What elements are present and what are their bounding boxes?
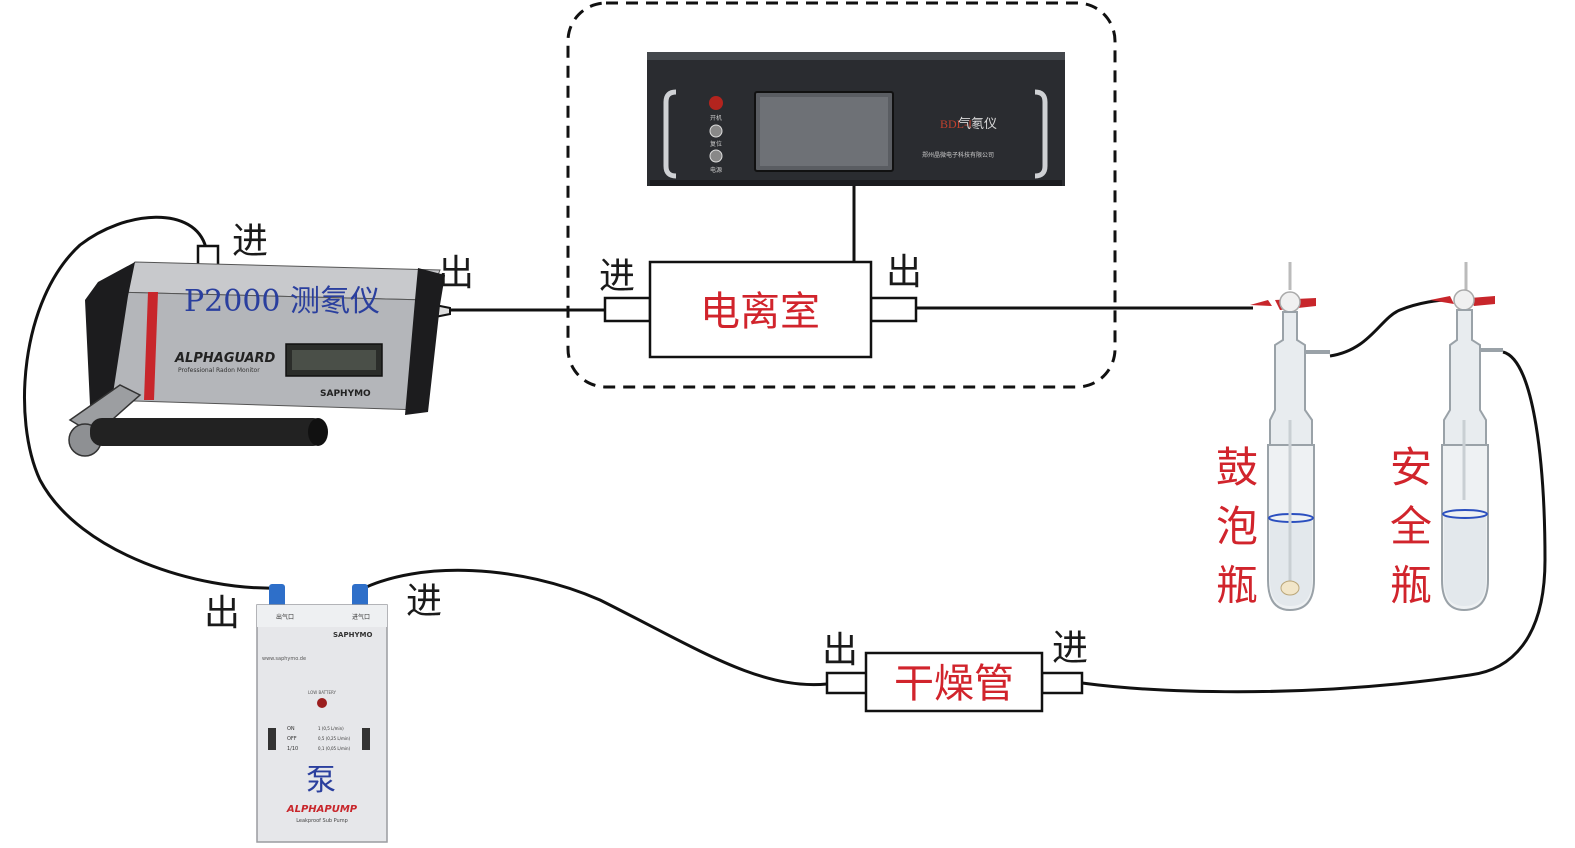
p2000-maker: SAPHYMO xyxy=(320,389,371,399)
right-handle xyxy=(1034,89,1048,179)
tube-safety-to-drying xyxy=(1081,350,1547,694)
drying-tube: 干燥管 出 进 xyxy=(822,628,1088,713)
tube-bubbler-to-safety xyxy=(1329,298,1448,358)
pump-subtitle: Leakproof Sub Pump xyxy=(296,818,348,824)
btn2-label: 复位 xyxy=(710,140,722,148)
tube-drying-to-pump xyxy=(359,568,828,687)
pump-outlet-port xyxy=(269,584,285,608)
alpha-pump: 出气口 进气口 SAPHYMO www.saphymo.de LOW BATTE… xyxy=(204,581,442,843)
pump-port-out: 出气口 xyxy=(276,613,294,621)
left-handle xyxy=(663,89,677,179)
p2000-inlet-label: 进 xyxy=(232,221,268,262)
instrument-name: 气氡仪 xyxy=(958,116,997,132)
tubing xyxy=(23,186,1547,694)
btn3-label: 电源 xyxy=(710,166,722,174)
drying-outlet-stub xyxy=(825,671,869,695)
chamber-box xyxy=(648,260,873,359)
ionization-chamber: 电离室 进 出 xyxy=(599,252,922,359)
chamber-outlet-stub xyxy=(869,296,918,323)
pump-port-in: 进气口 xyxy=(352,613,370,621)
safety-bottle: 安 全 瓶 xyxy=(1390,262,1503,612)
p2000-radon-meter: ALPHAGUARD Professional Radon Monitor SA… xyxy=(68,221,474,457)
pump-battery-label: LOW BATTERY xyxy=(308,690,336,695)
btn1-label: 开机 xyxy=(710,114,722,122)
p2000-red-stripe xyxy=(144,292,158,400)
pump-outlet-label: 出 xyxy=(204,593,240,634)
p2000-right-cap xyxy=(405,268,445,415)
pump-off: OFF xyxy=(287,736,297,742)
pump-battery-led xyxy=(317,698,327,708)
drying-outlet-label: 出 xyxy=(822,630,858,671)
chamber-outlet-label: 出 xyxy=(886,252,922,293)
bubbler-label-3: 瓶 xyxy=(1216,561,1258,610)
pump-label: 泵 xyxy=(306,763,336,798)
bubbler-label-2: 泡 xyxy=(1216,502,1258,551)
pump-switch-right xyxy=(362,728,370,750)
pump-flow-2: 0,5 (0,25 L/min) xyxy=(318,736,350,741)
pump-flow-3: 0,1 (0,05 L/min) xyxy=(318,746,350,751)
pump-inlet-port xyxy=(352,584,368,608)
drying-inlet-label: 进 xyxy=(1052,628,1088,669)
p2000-brand: ALPHAGUARD xyxy=(174,351,276,366)
tube-pump-to-p2000 xyxy=(23,215,276,590)
pump-1-10: 1/10 xyxy=(287,746,298,752)
pump-body xyxy=(256,604,388,843)
p2000-probe xyxy=(90,418,325,446)
chamber-inlet-label: 进 xyxy=(599,256,635,297)
pump-brand: ALPHAPUMP xyxy=(286,804,358,815)
safety-label-3: 瓶 xyxy=(1390,561,1432,610)
dashed-enclosure xyxy=(566,1,1117,389)
radon-instrument: 开机 复位 电源 BDL-I 气氡仪 郑州晶微电子科技有限公司 xyxy=(647,52,1065,186)
pump-on: ON xyxy=(287,726,295,732)
pump-flow-1: 1 (0,5 L/min) xyxy=(318,726,344,731)
reset-button xyxy=(709,124,723,138)
pump-maker: SAPHYMO xyxy=(333,631,372,639)
instrument-model: BDL-I xyxy=(940,117,972,131)
safety-label-2: 全 xyxy=(1390,502,1432,551)
power-button xyxy=(709,96,723,110)
pump-switch-left xyxy=(268,728,276,750)
drying-inlet-stub xyxy=(1040,671,1084,695)
pump-website: www.saphymo.de xyxy=(262,656,306,662)
p2000-left-cap xyxy=(85,262,135,405)
p2000-subtitle: Professional Radon Monitor xyxy=(178,367,260,374)
safety-label-1: 安 xyxy=(1390,443,1432,492)
bubbler-bottle: 鼓 泡 瓶 xyxy=(1216,262,1330,612)
p2000-outlet-label: 出 xyxy=(438,253,474,294)
drying-label: 干燥管 xyxy=(894,661,1014,707)
bubbler-label-1: 鼓 xyxy=(1216,443,1258,492)
power-switch xyxy=(709,149,723,163)
chamber-label: 电离室 xyxy=(700,289,820,335)
pump-inlet-label: 进 xyxy=(406,581,442,622)
chamber-inlet-stub xyxy=(603,296,652,323)
instrument-company: 郑州晶微电子科技有限公司 xyxy=(922,151,994,159)
drying-box xyxy=(864,651,1044,713)
p2000-label: P2000 测氡仪 xyxy=(184,284,380,319)
